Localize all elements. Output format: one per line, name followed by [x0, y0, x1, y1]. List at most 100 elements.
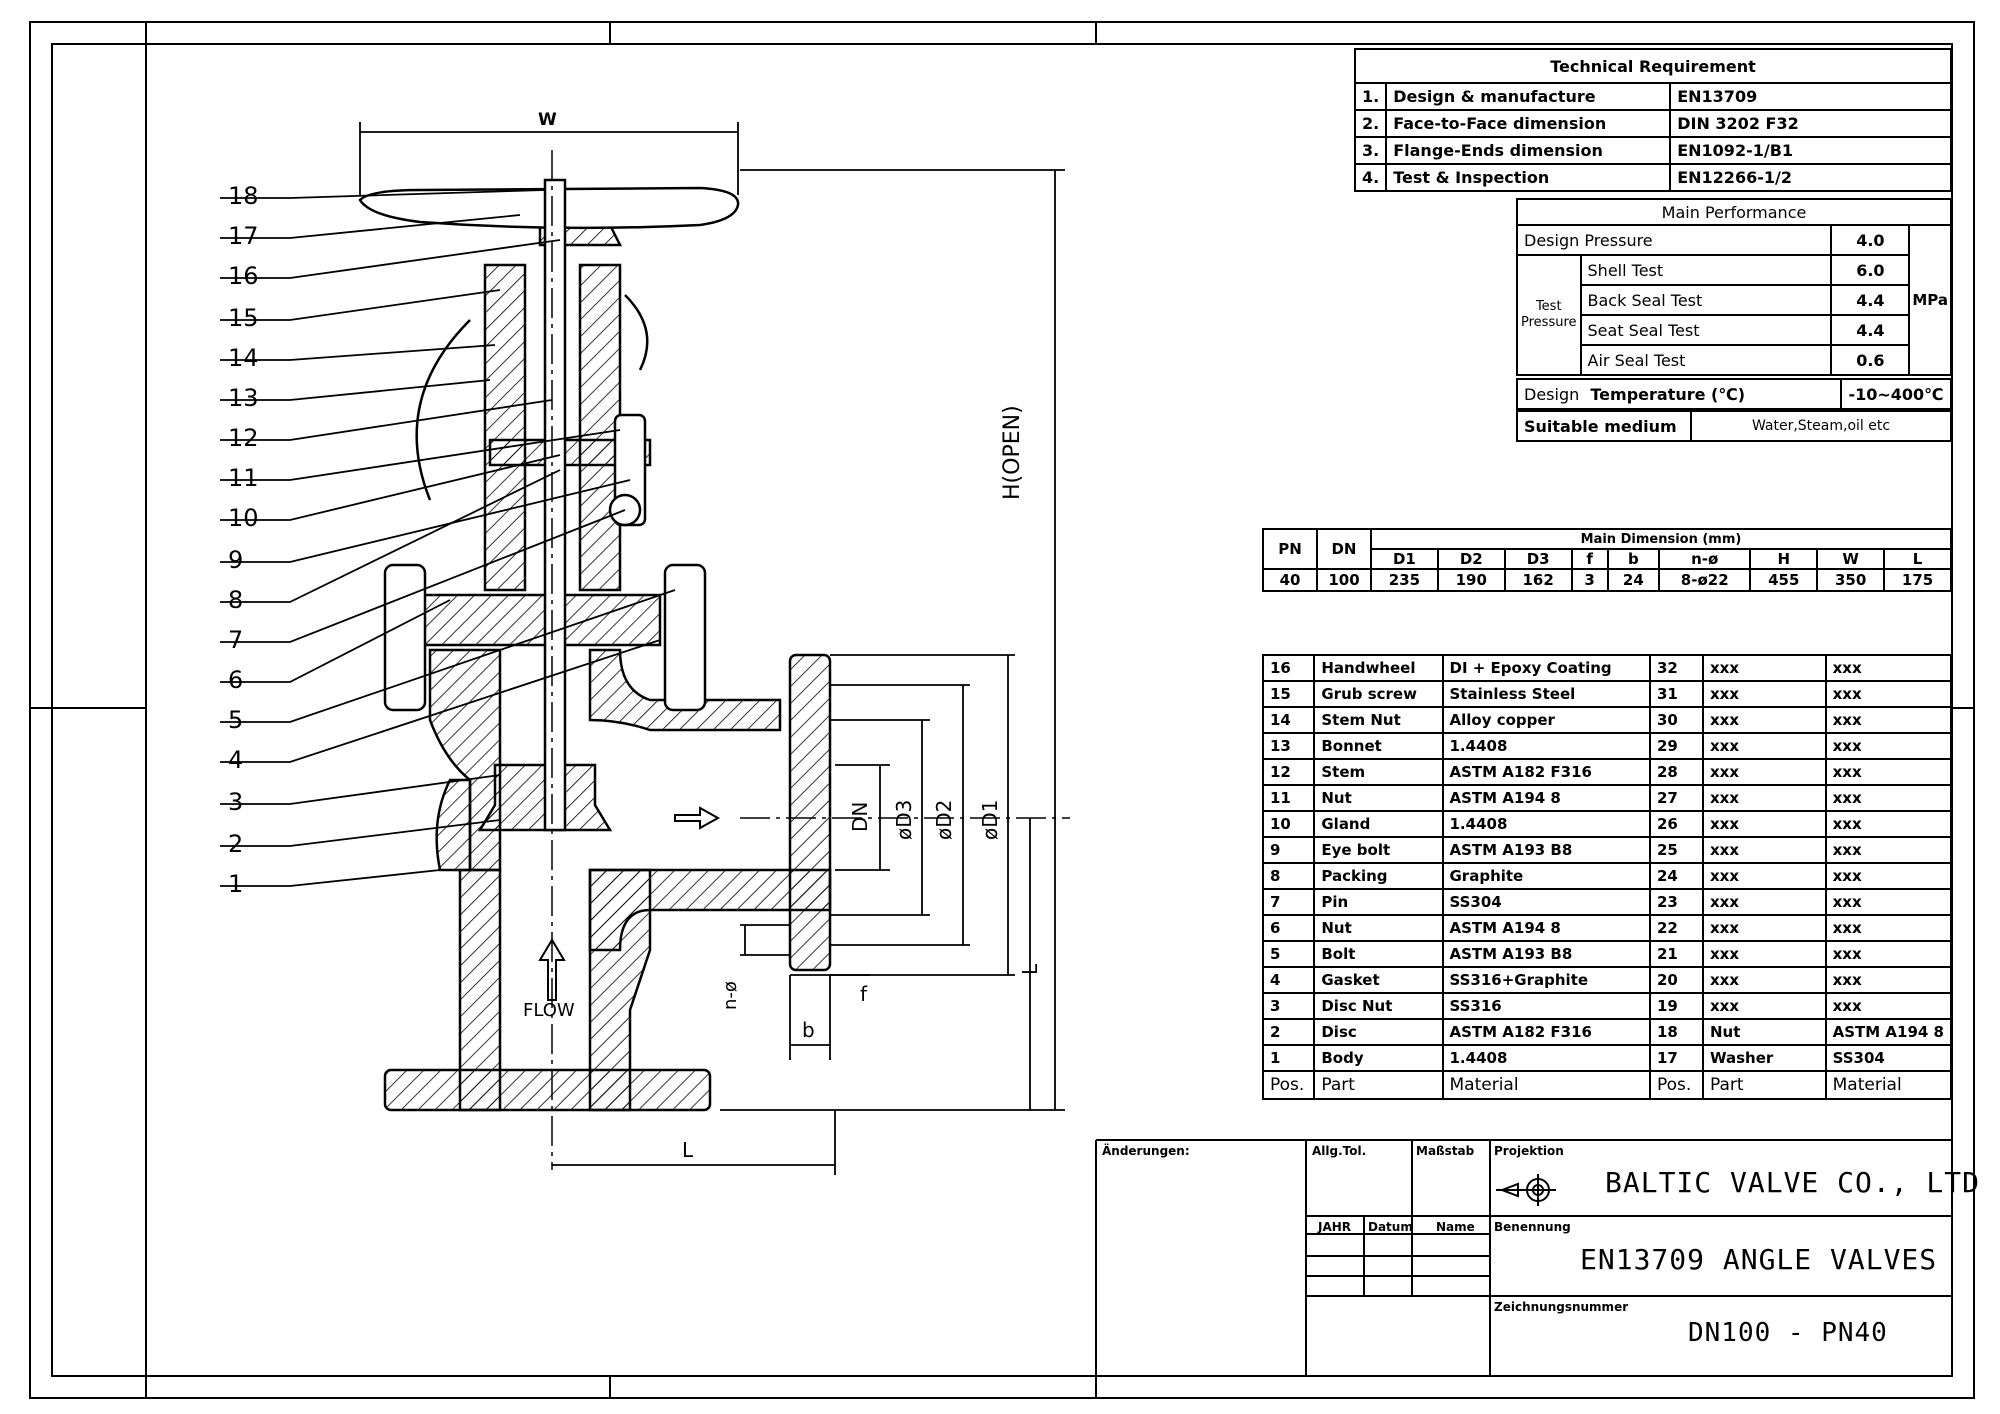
tech-req-no: 1. [1353, 82, 1388, 111]
part-name: Gland [1313, 810, 1444, 838]
test-pressure-label: Test Pressure [1516, 254, 1582, 376]
balloon-2: 2 [228, 830, 244, 858]
part-pos: 20 [1648, 966, 1705, 994]
part-material: xxx [1824, 654, 1953, 682]
parts-header-material: Material [1441, 1070, 1651, 1100]
part-material: ASTM A194 8 [1824, 1018, 1953, 1046]
part-pos: 22 [1648, 914, 1705, 942]
tech-req-no: 4. [1353, 163, 1388, 192]
dimension-header-3: f [1570, 548, 1609, 570]
part-material: SS316 [1441, 992, 1651, 1020]
balloon-12: 12 [228, 424, 259, 452]
drawing-number: DN100 - PN40 [1688, 1318, 1888, 1348]
part-material: 1.4408 [1441, 732, 1651, 760]
year-label: JAHR [1318, 1220, 1352, 1234]
part-pos: 13 [1261, 732, 1316, 760]
dimension-value-8: 175 [1883, 568, 1952, 592]
test-value: 0.6 [1830, 344, 1911, 376]
tech-req-value: EN13709 [1669, 82, 1952, 111]
temperature-value: -10~400℃ [1840, 378, 1952, 410]
part-pos: 27 [1648, 784, 1705, 812]
dimension-header-7: W [1816, 548, 1886, 570]
part-name: Washer [1702, 1044, 1827, 1072]
dimension-value-4: 24 [1606, 568, 1661, 592]
tech-req-title: Technical Requirement [1354, 48, 1952, 84]
design-label: Design [1524, 384, 1580, 404]
dim-f: f [860, 982, 868, 1006]
balloon-6: 6 [228, 666, 244, 694]
part-name: xxx [1702, 966, 1827, 994]
part-pos: 23 [1648, 888, 1705, 916]
performance-temp-medium: Design Temperature (℃)-10~400℃ [1516, 378, 1952, 410]
parts-header-pos: Pos. [1648, 1070, 1705, 1100]
part-material: ASTM A193 B8 [1441, 940, 1651, 968]
side-flange [788, 653, 832, 972]
part-material: 1.4408 [1441, 1044, 1651, 1072]
tolerance-label: Allg.Tol. [1312, 1144, 1367, 1158]
part-pos: 1 [1261, 1044, 1316, 1072]
part-pos: 28 [1648, 758, 1705, 786]
part-material: xxx [1824, 732, 1953, 760]
test-label: Shell Test [1579, 254, 1833, 286]
balloon-10: 10 [228, 504, 259, 532]
medium-value: Water,Steam,oil etc [1690, 410, 1952, 442]
stem [543, 178, 567, 832]
part-name: Body [1313, 1044, 1444, 1072]
part-pos: 15 [1261, 680, 1316, 708]
scale-label: Maßstab [1416, 1144, 1475, 1158]
part-name: Nut [1702, 1018, 1827, 1046]
part-name: xxx [1702, 732, 1827, 760]
part-name: xxx [1702, 706, 1827, 734]
parts-header-part: Part [1702, 1070, 1827, 1100]
parts-header-material: Material [1824, 1070, 1953, 1100]
balloon-16: 16 [228, 262, 259, 290]
part-name: Packing [1313, 862, 1444, 890]
part-material: xxx [1824, 914, 1953, 942]
balloon-17: 17 [228, 222, 259, 250]
part-pos: 11 [1261, 784, 1316, 812]
part-material: SS316+Graphite [1441, 966, 1651, 994]
part-material: SS304 [1441, 888, 1651, 916]
tech-req-no: 2. [1353, 109, 1388, 138]
dim-l-horizontal: L [682, 1138, 694, 1162]
dimension-value-7: 350 [1816, 568, 1886, 592]
dim-w: W [538, 110, 557, 130]
part-pos: 9 [1261, 836, 1316, 864]
part-material: xxx [1824, 966, 1953, 994]
part-name: xxx [1702, 758, 1827, 786]
part-name: Bolt [1313, 940, 1444, 968]
balloon-9: 9 [228, 546, 244, 574]
part-pos: 31 [1648, 680, 1705, 708]
part-name: Bonnet [1313, 732, 1444, 760]
part-material: 1.4408 [1441, 810, 1651, 838]
part-pos: 10 [1261, 810, 1316, 838]
dimension-value-5: 8-ø22 [1658, 568, 1752, 592]
part-pos: 12 [1261, 758, 1316, 786]
company-name: BALTIC VALVE CO., LTD [1605, 1166, 1981, 1199]
part-material: ASTM A193 B8 [1441, 836, 1651, 864]
pn-value: 40 [1262, 568, 1318, 592]
dim-b: b [802, 1018, 815, 1042]
name-label: Name [1436, 1220, 1475, 1234]
flow-label: FLOW [523, 1000, 575, 1021]
tech-requirement-table: Technical Requirement 1.Design & manufac… [1353, 48, 1952, 192]
part-pos: 21 [1648, 940, 1705, 968]
part-pos: 14 [1261, 706, 1316, 734]
performance-title: Main Performance [1516, 198, 1952, 226]
part-name: Eye bolt [1313, 836, 1444, 864]
part-pos: 24 [1648, 862, 1705, 890]
tech-req-label: Flange-Ends dimension [1385, 136, 1672, 165]
part-pos: 4 [1261, 966, 1316, 994]
balloon-8: 8 [228, 586, 244, 614]
